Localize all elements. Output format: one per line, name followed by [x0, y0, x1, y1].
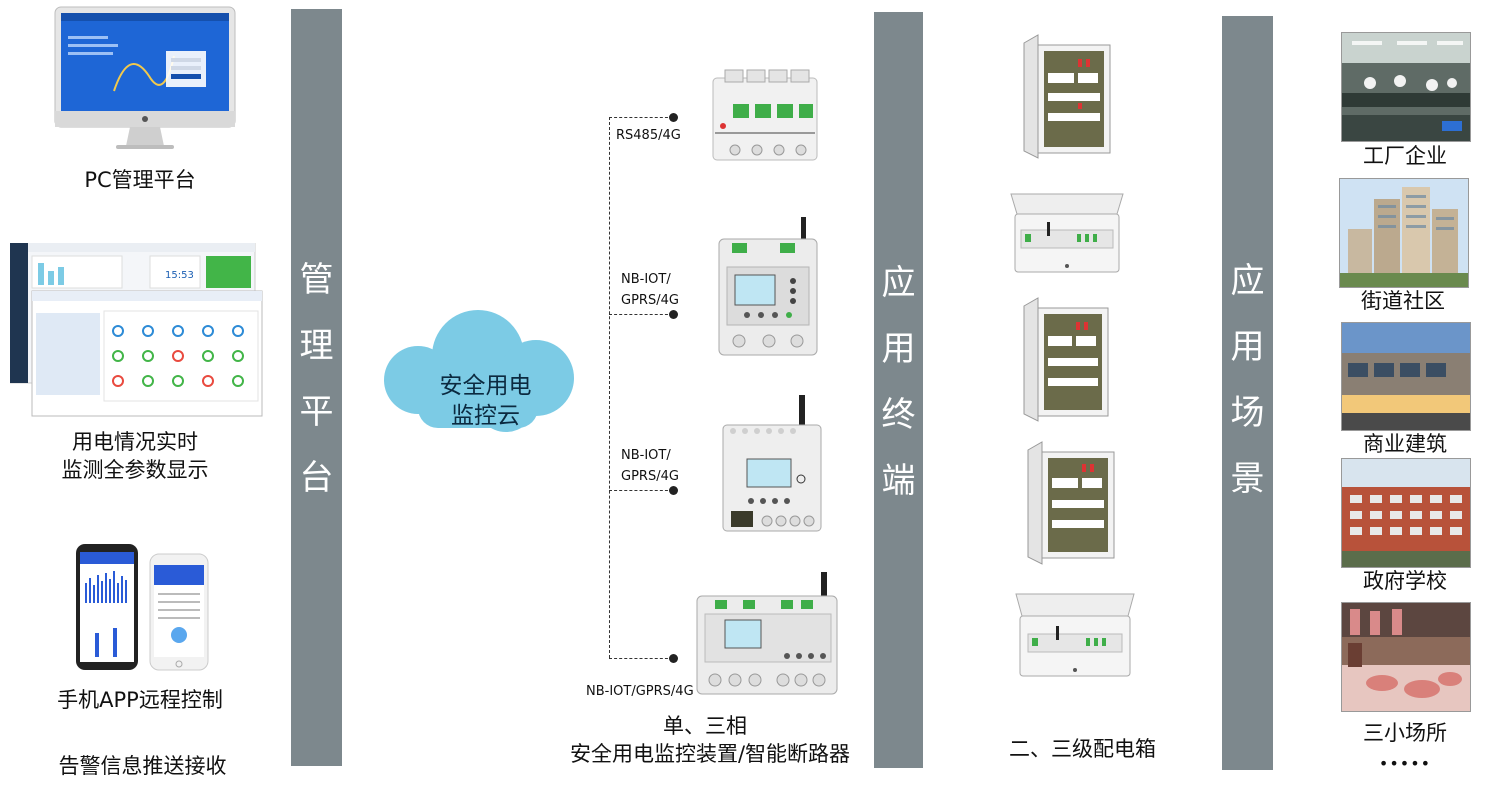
scene-caption-small-venue: 三小场所 — [1363, 721, 1447, 745]
monitor-caption-line1: 用电情况实时 — [72, 430, 198, 454]
distribution-box-open — [1026, 440, 1116, 566]
branch-line-1 — [609, 117, 673, 118]
factory-photo — [1341, 32, 1471, 142]
mobile-app-illustration — [75, 543, 210, 673]
connector-dot — [669, 113, 678, 122]
devices-caption-line2: 安全用电监控装置/智能断路器 — [569, 742, 851, 766]
scene-caption-school: 政府学校 — [1363, 569, 1447, 593]
connection-label-3b: GPRS/4G — [621, 469, 679, 484]
connection-label-3a: NB-IOT/ — [621, 448, 671, 463]
dashboard-clock: 15:53 — [165, 270, 194, 281]
connection-label-2b: GPRS/4G — [621, 293, 679, 308]
application-scene-label: 应用场景 — [1230, 261, 1265, 499]
connector-dot — [669, 654, 678, 663]
smart-breaker-device — [711, 68, 819, 166]
scene-caption-commercial: 商业建筑 — [1363, 432, 1447, 456]
distribution-box-flat — [1012, 592, 1138, 682]
monitoring-dashboard-illustration — [9, 242, 268, 423]
distribution-box-flat — [1007, 192, 1127, 277]
distribution-box-open — [1022, 296, 1110, 423]
cloud-label-line2: 监控云 — [451, 403, 520, 429]
government-school-photo — [1341, 458, 1471, 568]
connection-label-4: NB-IOT/GPRS/4G — [586, 684, 694, 699]
connection-label-1: RS485/4G — [616, 128, 681, 143]
scene-caption-residential: 街道社区 — [1361, 289, 1445, 313]
multi-loop-monitor-device — [721, 393, 824, 533]
connection-label-2a: NB-IOT/ — [621, 272, 671, 287]
commercial-photo — [1341, 322, 1471, 431]
pc-monitor-illustration — [54, 6, 236, 151]
mobile-app-caption: 手机APP远程控制 — [57, 688, 223, 712]
management-platform-label: 管理平台 — [299, 260, 334, 498]
monitor-caption-line2: 监测全参数显示 — [61, 458, 209, 482]
scene-more-ellipsis: ••••• — [1378, 754, 1432, 773]
residential-photo — [1339, 178, 1469, 288]
small-venue-photo — [1341, 602, 1471, 712]
scene-caption-factory: 工厂企业 — [1363, 144, 1447, 168]
branch-line-4 — [609, 658, 673, 659]
connector-dot — [669, 486, 678, 495]
three-phase-monitor-device — [695, 570, 840, 696]
application-scene-bar: 应用场景 — [1222, 16, 1273, 770]
management-platform-bar: 管理平台 — [291, 9, 342, 766]
branch-line-2 — [609, 314, 673, 315]
cloud-label-line1: 安全用电 — [439, 373, 532, 399]
connector-dot — [669, 310, 678, 319]
distribution-boxes-caption: 二、三级配电箱 — [1009, 737, 1156, 761]
safety-cloud: 安全用电 监控云 — [378, 308, 583, 433]
branch-line-3 — [609, 490, 673, 491]
single-phase-monitor-device — [717, 215, 820, 357]
application-terminal-label: 应用终端 — [881, 263, 916, 501]
devices-caption-line1: 单、三相 — [663, 714, 747, 738]
application-terminal-bar: 应用终端 — [874, 12, 923, 768]
bus-line — [609, 117, 610, 658]
pc-platform-caption: PC管理平台 — [84, 168, 196, 192]
distribution-box-open — [1022, 33, 1112, 160]
alarm-push-caption: 告警信息推送接收 — [58, 754, 227, 778]
